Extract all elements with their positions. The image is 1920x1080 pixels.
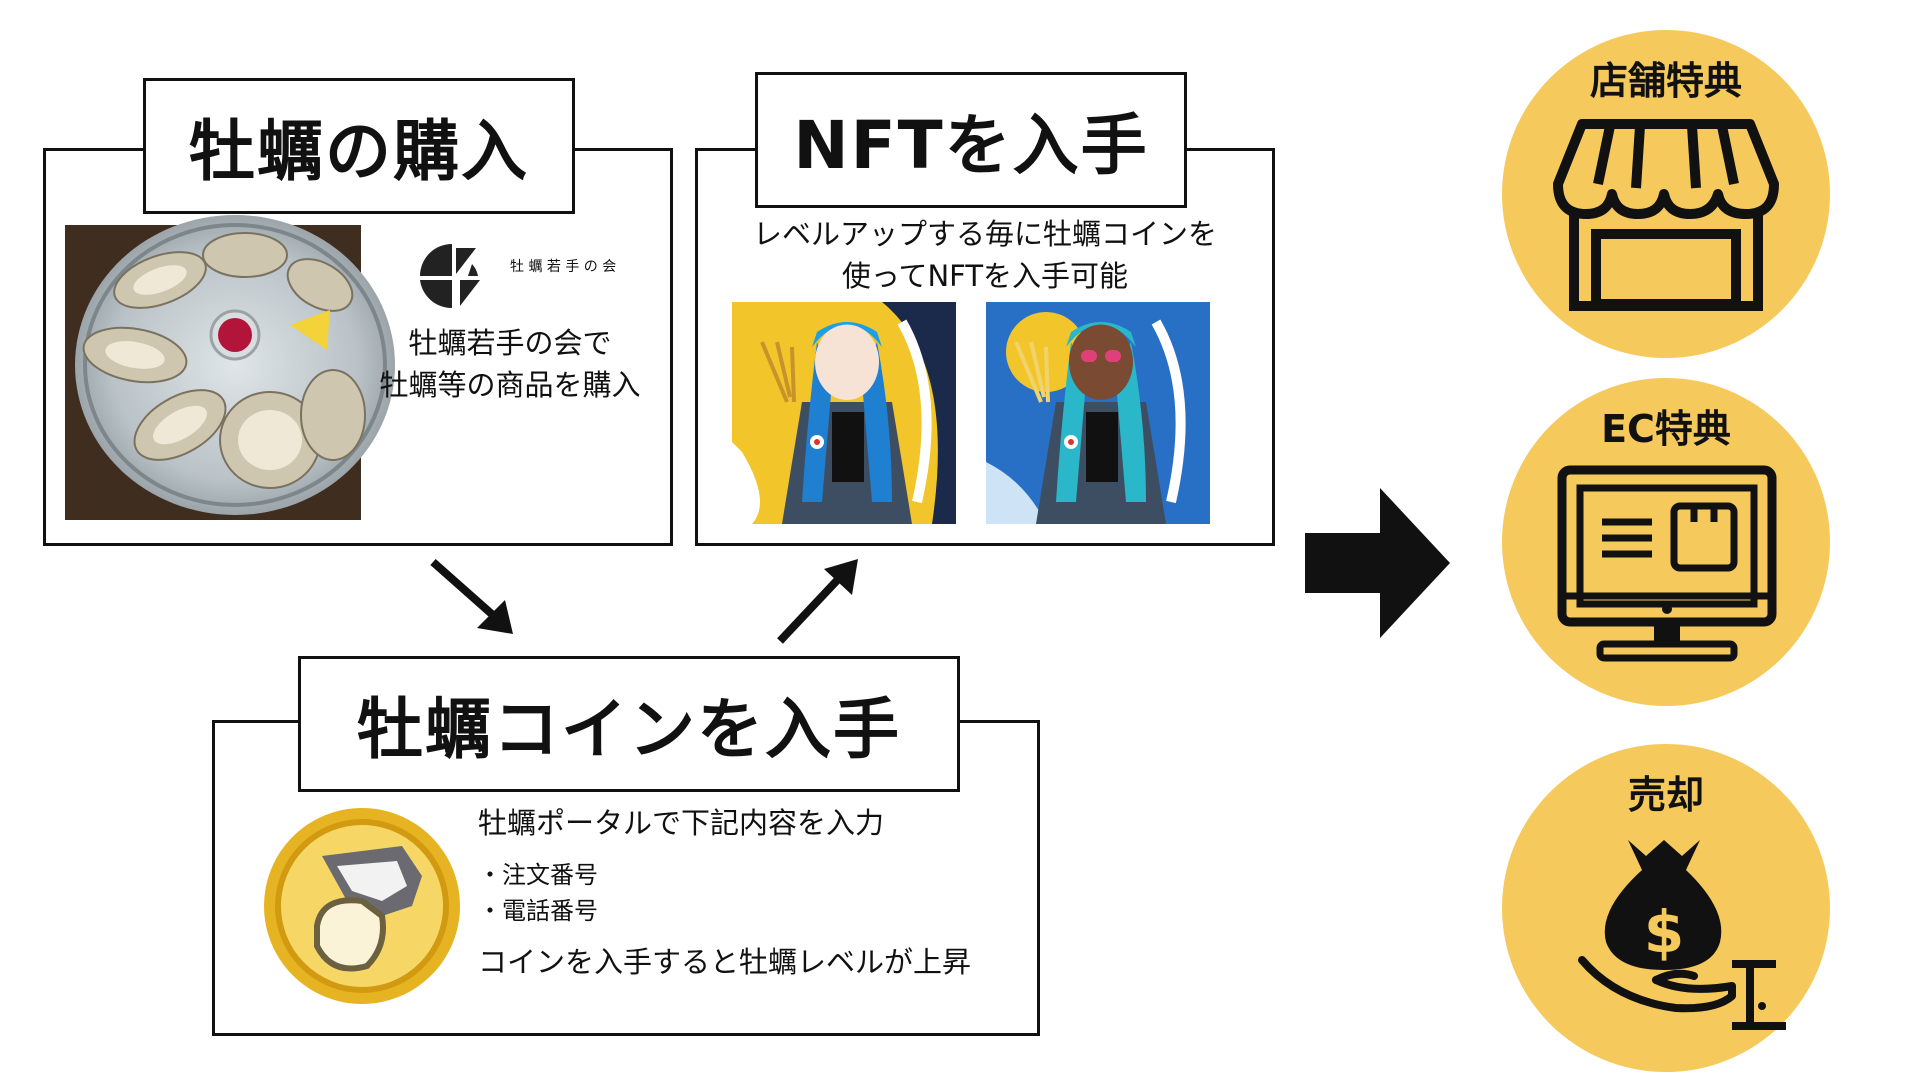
wakate-logo-icon [420, 244, 480, 309]
brand-name: 牡 蠣 若 手 の 会 [510, 259, 617, 275]
purchase-desc-line2: 牡蠣等の商品を購入 [379, 368, 641, 402]
sell-circle: 売却 $ [1502, 744, 1830, 1072]
store-benefit-label: 店舗特典 [1589, 59, 1742, 103]
coin-item1: ・注文番号 [478, 861, 598, 889]
sell-label: 売却 [1627, 773, 1704, 817]
coin-title: 牡蠣コインを入手 [298, 656, 960, 792]
nft-desc-line2: 使ってNFTを入手可能 [841, 259, 1129, 293]
big-arrow-right-icon [1305, 488, 1450, 638]
ec-benefit-label: EC特典 [1601, 407, 1731, 451]
arrow-down-right-icon [430, 559, 513, 634]
nft-title: NFTを入手 [755, 72, 1187, 208]
store-benefit-circle: 店舗特典 [1502, 30, 1830, 358]
purchase-desc-line1: 牡蠣若手の会で [408, 326, 612, 360]
svg-text:$: $ [1644, 898, 1684, 966]
money-bag-hand-icon: $ [1578, 840, 1786, 1030]
store-icon [1553, 119, 1779, 311]
ec-benefit-circle: EC特典 [1502, 378, 1830, 706]
monitor-shopping-icon [1557, 465, 1777, 662]
coin-item2: ・電話番号 [478, 897, 598, 925]
nft-desc-line1: レベルアップする毎に牡蠣コインを [752, 217, 1217, 251]
coin-line2: コインを入手すると牡蠣レベルが上昇 [478, 945, 972, 979]
arrow-up-right-icon [777, 559, 858, 644]
purchase-title: 牡蠣の購入 [143, 78, 575, 214]
coin-line1: 牡蠣ポータルで下記内容を入力 [478, 806, 885, 840]
oyster-coin-icon [264, 808, 460, 1004]
oyster-platter-photo [65, 215, 395, 520]
nft-character-image-yellow [732, 302, 956, 524]
nft-character-image-blue [986, 302, 1210, 524]
